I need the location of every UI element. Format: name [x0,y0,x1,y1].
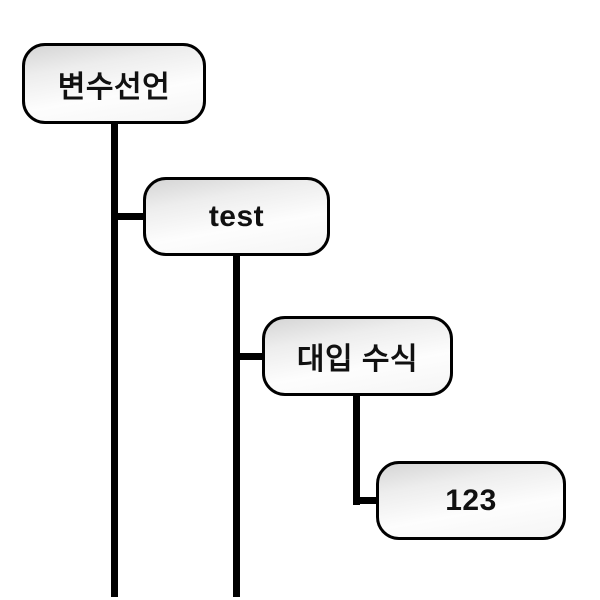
connector-test-trunk [233,253,240,597]
node-value-123: 123 [376,461,566,540]
connector-variable-declaration-trunk [111,121,118,597]
connector-assignment-trunk [353,394,360,505]
node-variable-declaration: 변수선언 [22,43,206,124]
node-value-123-label: 123 [445,483,497,517]
connector-to-assignment-node [233,353,266,360]
connector-to-value-node [353,497,380,504]
node-test-label: test [208,199,265,233]
node-test: test [143,177,330,256]
node-assignment-expression-label: 대입 수식 [296,343,419,376]
node-variable-declaration-label: 변수선언 [57,70,171,104]
connector-to-test-node [111,213,147,220]
node-assignment-expression: 대입 수식 [262,316,453,396]
